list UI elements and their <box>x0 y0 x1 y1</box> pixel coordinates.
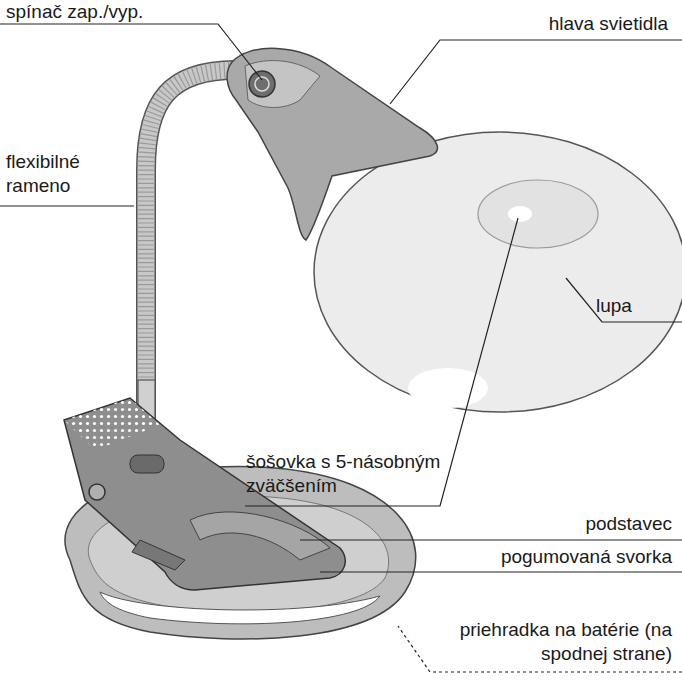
flexible-arm <box>138 70 236 470</box>
arm-label: flexibilné rameno <box>6 150 116 198</box>
base-label: podstavec <box>472 512 672 536</box>
clip-label: pogumovaná svorka <box>452 545 672 569</box>
leader-lines <box>0 24 682 672</box>
magnifier-label: lupa <box>596 294 676 318</box>
switch-label: spínač zap./vyp. <box>6 0 236 24</box>
lens-label: šošovka s 5-násobným zväčšením <box>246 450 481 498</box>
magnifier <box>314 132 682 412</box>
head-label: hlava svietidla <box>438 12 668 36</box>
battery-label: priehradka na batérie (na spodnej strane… <box>447 618 672 666</box>
lamp-head <box>227 48 437 240</box>
